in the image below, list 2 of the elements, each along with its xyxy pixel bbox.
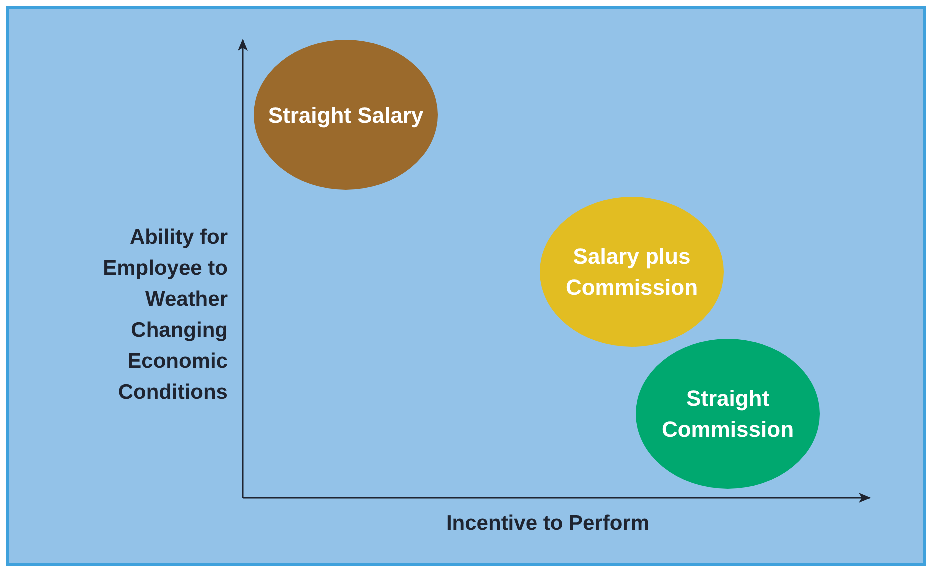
x-axis-label: Incentive to Perform bbox=[445, 511, 651, 537]
y-axis-label: Ability for Employee to Weather Changing Economic Conditions bbox=[102, 225, 228, 406]
